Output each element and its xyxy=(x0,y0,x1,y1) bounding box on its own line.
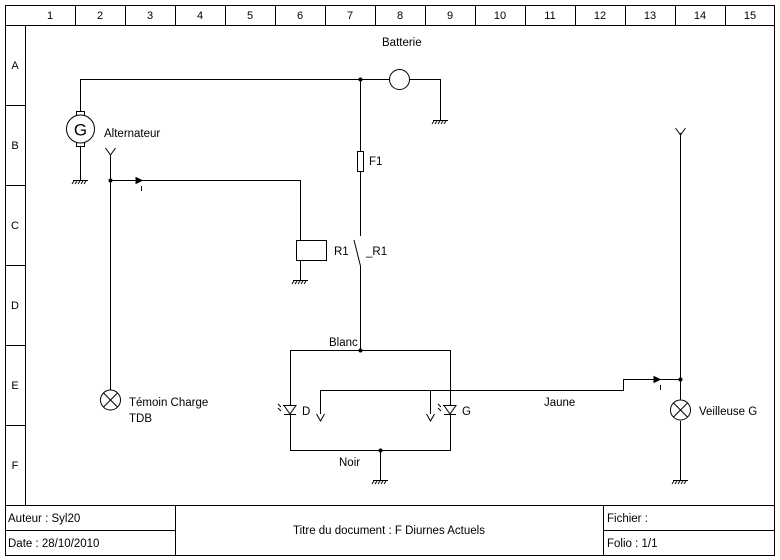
ground-icon xyxy=(371,480,388,485)
led-left-symbol xyxy=(277,403,297,415)
folio-field: Folio : 1/1 xyxy=(607,538,658,550)
junction-dot xyxy=(358,348,363,353)
ground-symbols xyxy=(71,120,688,485)
grid-col-label: 8 xyxy=(397,10,403,22)
grid-row-label: C xyxy=(11,220,19,232)
fuse-f1-label: F1 xyxy=(369,156,382,168)
connector-symbol xyxy=(105,147,116,156)
grid-row-label: E xyxy=(11,380,18,392)
grid-row-label: A xyxy=(11,60,19,72)
led-right-symbol xyxy=(437,403,457,415)
charge-lamp-label-sub: TDB xyxy=(129,413,152,425)
junction-dots xyxy=(108,77,683,453)
grid-col-label: 5 xyxy=(247,10,253,22)
side-lamp-symbol xyxy=(670,399,691,421)
yellow-wire xyxy=(320,379,681,414)
top-bus-wire xyxy=(80,79,389,115)
grid-col-label: 14 xyxy=(694,10,706,22)
battery-symbol xyxy=(389,69,410,90)
junction-dot xyxy=(108,178,113,183)
sheet-frame xyxy=(5,5,775,556)
side-lamp-label: Veilleuse G xyxy=(699,406,757,418)
grid-col-label: 2 xyxy=(97,10,103,22)
relay-coil-symbol xyxy=(296,240,327,261)
battery-label: Batterie xyxy=(382,37,422,49)
grid-col-label: 6 xyxy=(297,10,303,22)
wire-label-white: Blanc xyxy=(329,337,358,349)
title-block xyxy=(5,505,775,555)
relay-coil-label: R1 xyxy=(334,246,349,258)
arrow-down-icon xyxy=(316,413,325,423)
date-field: Date : 28/10/2010 xyxy=(8,538,99,550)
charge-lamp-symbol xyxy=(100,389,121,411)
ground-icon xyxy=(431,120,448,125)
arrow-down-icon xyxy=(426,413,435,423)
junction-dot xyxy=(378,448,383,453)
connector-symbol xyxy=(675,127,686,136)
relay-contact-label: _R1 xyxy=(365,246,387,258)
wiring xyxy=(80,79,681,480)
grid-row-labels: A B C D E F xyxy=(11,60,19,472)
file-field: Fichier : xyxy=(607,513,648,525)
relay-contact-symbol xyxy=(353,239,361,267)
grid-col-label: 12 xyxy=(594,10,606,22)
junction-dot xyxy=(358,77,363,82)
grid-col-label: 9 xyxy=(447,10,453,22)
wire-label-yellow: Jaune xyxy=(544,397,575,409)
grid-column-labels: 1 2 3 4 5 6 7 8 9 10 11 12 13 14 15 xyxy=(47,10,756,22)
led-right-label: G xyxy=(462,406,471,418)
fuse-f1-symbol xyxy=(357,151,364,172)
led-left-label: D xyxy=(302,406,310,418)
grid-row-label: F xyxy=(12,460,19,472)
relay-coil-feed-wire xyxy=(110,180,301,240)
junction-dot xyxy=(678,377,683,382)
ground-icon xyxy=(291,280,308,285)
alternator-symbol xyxy=(66,111,95,180)
module-arrows xyxy=(316,413,435,423)
grid-col-label: 10 xyxy=(494,10,506,22)
document-title: Titre du document : F Diurnes Actuels xyxy=(293,525,485,537)
grid-col-label: 13 xyxy=(644,10,656,22)
battery-ground-wire xyxy=(410,79,441,120)
grid-col-label: 4 xyxy=(197,10,203,22)
grid-row-label: D xyxy=(11,300,19,312)
grid-col-label: 7 xyxy=(347,10,353,22)
charge-lamp-label: Témoin Charge xyxy=(129,397,208,409)
alternator-symbol-letter: G xyxy=(74,121,87,140)
grid-col-label: 1 xyxy=(47,10,53,22)
grid-col-label: 11 xyxy=(544,10,555,22)
grid-col-label: 3 xyxy=(147,10,153,22)
alternator-label: Alternateur xyxy=(104,128,160,140)
ground-icon xyxy=(71,180,88,185)
wire-label-black: Noir xyxy=(339,457,360,469)
drl-module-box xyxy=(290,350,451,451)
connector-symbols xyxy=(105,127,686,156)
grid-row-label: B xyxy=(11,140,18,152)
terminal-markers xyxy=(130,176,662,390)
author-field: Auteur : Syl20 xyxy=(8,513,80,525)
ground-icon xyxy=(671,480,688,485)
grid-col-label: 15 xyxy=(744,10,756,22)
